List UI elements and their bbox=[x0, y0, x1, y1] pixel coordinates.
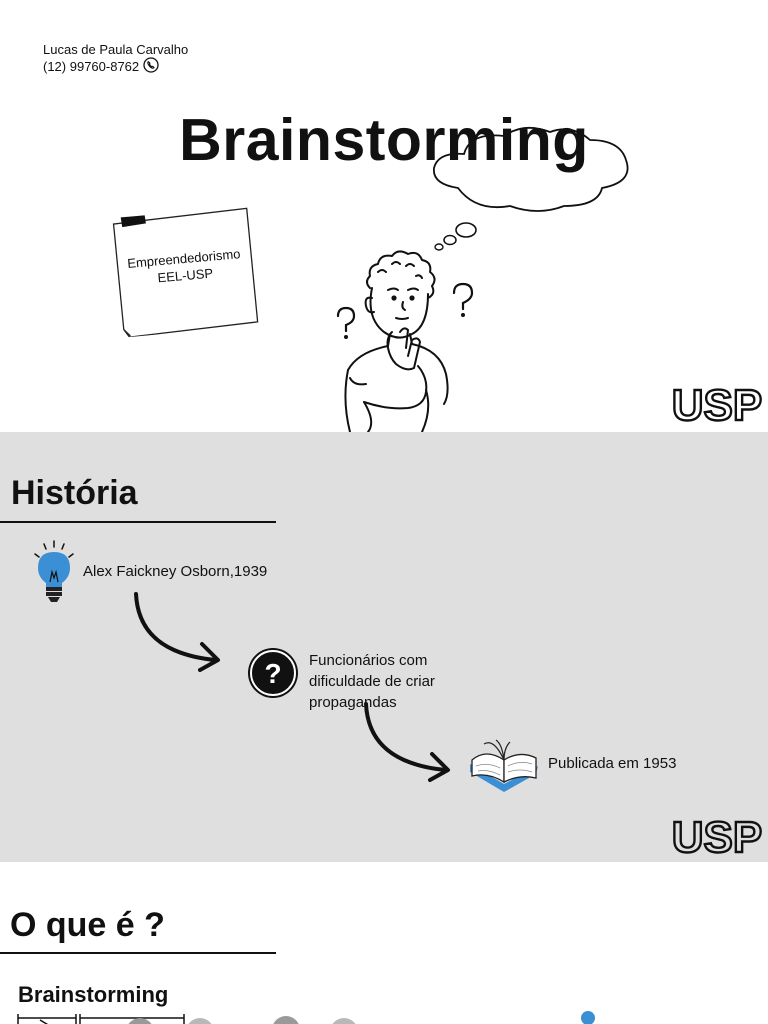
event-osborn: Alex Faickney Osborn,1939 bbox=[83, 563, 268, 580]
slide-title: Brainstorming bbox=[179, 107, 589, 173]
bullet-dot bbox=[581, 1011, 595, 1024]
title-slide: Lucas de Paula Carvalho (12) 99760-8762 … bbox=[0, 0, 768, 432]
heading-underline bbox=[0, 521, 276, 523]
heading-underline bbox=[0, 952, 276, 954]
thought-cloud bbox=[433, 126, 629, 251]
event-funcionarios: Funcionários com dificuldade de criar pr… bbox=[309, 650, 435, 713]
open-book-icon bbox=[470, 739, 538, 792]
phone-icon bbox=[143, 57, 159, 76]
arrow-connector bbox=[364, 702, 450, 782]
question-mark-icon bbox=[452, 282, 474, 317]
event-line: propagandas bbox=[309, 694, 397, 711]
sticky-note: Empreendedorismo EEL-USP bbox=[111, 206, 259, 338]
lightbulb-icon bbox=[34, 540, 74, 602]
history-slide: História Alex Faickney Osborn,1939 ? Fun… bbox=[0, 432, 768, 862]
svg-text:USP: USP bbox=[672, 813, 762, 858]
arrow-connector bbox=[134, 592, 220, 672]
usp-logo: USP bbox=[671, 812, 764, 858]
svg-text:?: ? bbox=[264, 658, 281, 689]
svg-text:USP: USP bbox=[672, 381, 762, 426]
usp-logo: USP bbox=[671, 380, 764, 426]
event-line: Funcionários com bbox=[309, 652, 428, 669]
event-publicada: Publicada em 1953 bbox=[548, 755, 677, 772]
diagram-fragment bbox=[17, 1014, 356, 1024]
question-mark-icon bbox=[336, 306, 356, 339]
question-circle-icon: ? bbox=[248, 648, 298, 698]
section-heading: O que é ? bbox=[10, 906, 165, 944]
section-heading: História bbox=[11, 474, 138, 512]
event-line: dificuldade de criar bbox=[309, 673, 435, 690]
author-phone: (12) 99760-8762 bbox=[43, 59, 140, 74]
subheading: Brainstorming bbox=[18, 982, 169, 1007]
thinking-person bbox=[344, 250, 449, 432]
author-info: Lucas de Paula Carvalho (12) 99760-8762 bbox=[43, 42, 188, 76]
author-name: Lucas de Paula Carvalho bbox=[43, 42, 189, 57]
definition-slide: O que é ? Brainstorming bbox=[0, 862, 768, 1024]
